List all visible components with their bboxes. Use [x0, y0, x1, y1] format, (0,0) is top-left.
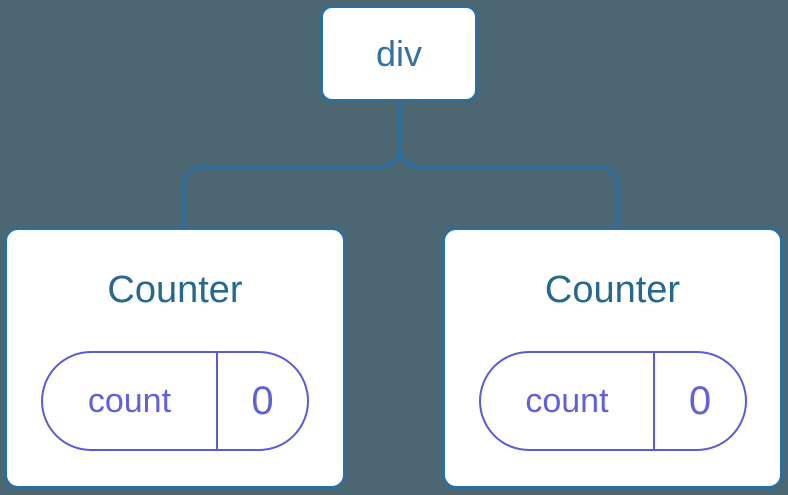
connector-right-branch	[397, 102, 620, 227]
state-value: 0	[688, 378, 712, 423]
state-pill: count 0	[41, 351, 309, 451]
connector-left-branch	[181, 102, 402, 227]
state-key-label: count	[43, 353, 218, 449]
counter-card-right: Counter count 0	[442, 227, 783, 489]
state-value: 0	[251, 378, 274, 423]
state-key-label: count	[481, 353, 656, 449]
root-node: div	[320, 5, 478, 102]
counter-card-left: Counter count 0	[4, 227, 346, 489]
root-node-label: div	[375, 32, 423, 74]
counter-title: Counter	[107, 269, 243, 311]
counter-title: Counter	[544, 269, 681, 311]
state-pill: count 0	[478, 351, 747, 451]
